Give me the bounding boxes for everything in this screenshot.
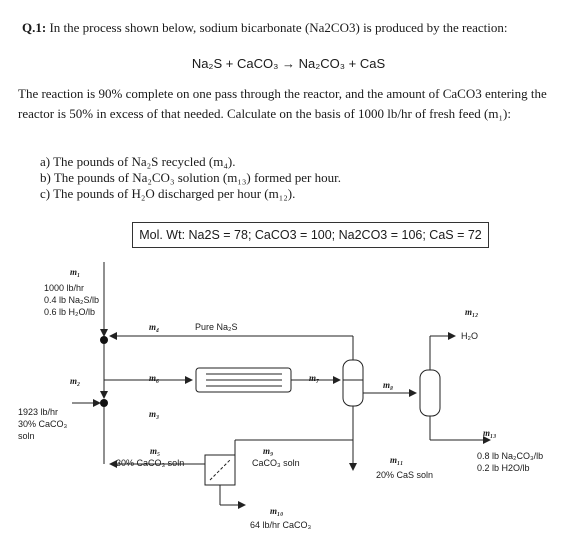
feed1-rate: 1000 lb/hr	[44, 283, 85, 293]
stream-m9-label: m₉	[263, 446, 274, 456]
stream-m2-label: m₂	[70, 376, 81, 386]
problem-paragraph: The reaction is 90% complete on one pass…	[18, 86, 547, 121]
question-number: Q.1:	[22, 20, 47, 35]
h2o-label: H₂O	[461, 331, 478, 341]
junction-node-top	[100, 336, 108, 344]
filter-box	[204, 454, 236, 486]
question-item-c: c) The pounds of H₂O discharged per hour…	[40, 186, 296, 201]
feed2-caco3: 30% CaCO₃	[18, 419, 68, 429]
stream-m12-label: m₁₂	[465, 307, 479, 317]
stream-m11-label: m₁₁	[390, 455, 404, 465]
m13-na2co3: 0.8 lb Na₂CO₃/lb	[477, 451, 544, 461]
m13-h2o: 0.2 lb H2O/lb	[477, 463, 530, 473]
m5-desc: 30% CaCO₃ soln	[116, 458, 185, 468]
stream-m13-label: m₁₃	[483, 428, 497, 438]
stream-m1-label: m₁	[70, 267, 81, 277]
feed1-na2s: 0.4 lb Na₂S/lb	[44, 295, 100, 305]
m10-desc: 64 lb/hr CaCO₃	[250, 520, 312, 530]
stream-m7-label: m₇	[309, 373, 320, 383]
stream-m10-label: m₁₀	[270, 506, 284, 516]
feed1-h2o: 0.6 lb H₂O/lb	[44, 307, 96, 317]
stream-m5-label: m₅	[150, 446, 161, 456]
question-intro: In the process shown below, sodium bicar…	[49, 20, 508, 35]
reaction-equation: Na₂S + CaCO₃ → Na₂CO₃ + CaS	[191, 56, 386, 71]
question-item-a: a) The pounds of Na₂S recycled (m₄).	[40, 154, 236, 169]
pure-na2s-label: Pure Na₂S	[195, 322, 238, 332]
separator-1	[342, 359, 364, 407]
m9-desc: CaCO₃ soln	[252, 458, 300, 468]
stream-m4-label: m₄	[149, 322, 160, 332]
question-item-b: b) The pounds of Na₂CO₃ solution (m₁₃) f…	[40, 170, 341, 185]
stream-m3-label: m₃	[149, 409, 160, 419]
feed2-soln: soln	[18, 431, 35, 441]
question-header: Q.1: In the process shown below, sodium …	[22, 20, 507, 36]
stream-m8-label: m₈	[383, 380, 394, 390]
feed2-rate: 1923 lb/hr	[18, 407, 59, 417]
separator-2	[419, 369, 441, 417]
m11-desc: 20% CaS soln	[376, 470, 434, 480]
stream-m6-label: m₆	[149, 373, 160, 383]
junction-node-bottom	[100, 399, 108, 407]
question-list: a) The pounds of Na₂S recycled (m₄). b) …	[40, 154, 341, 202]
molecular-weights-box: Mol. Wt: Na2S = 78; CaCO3 = 100; Na2CO3 …	[132, 222, 489, 248]
